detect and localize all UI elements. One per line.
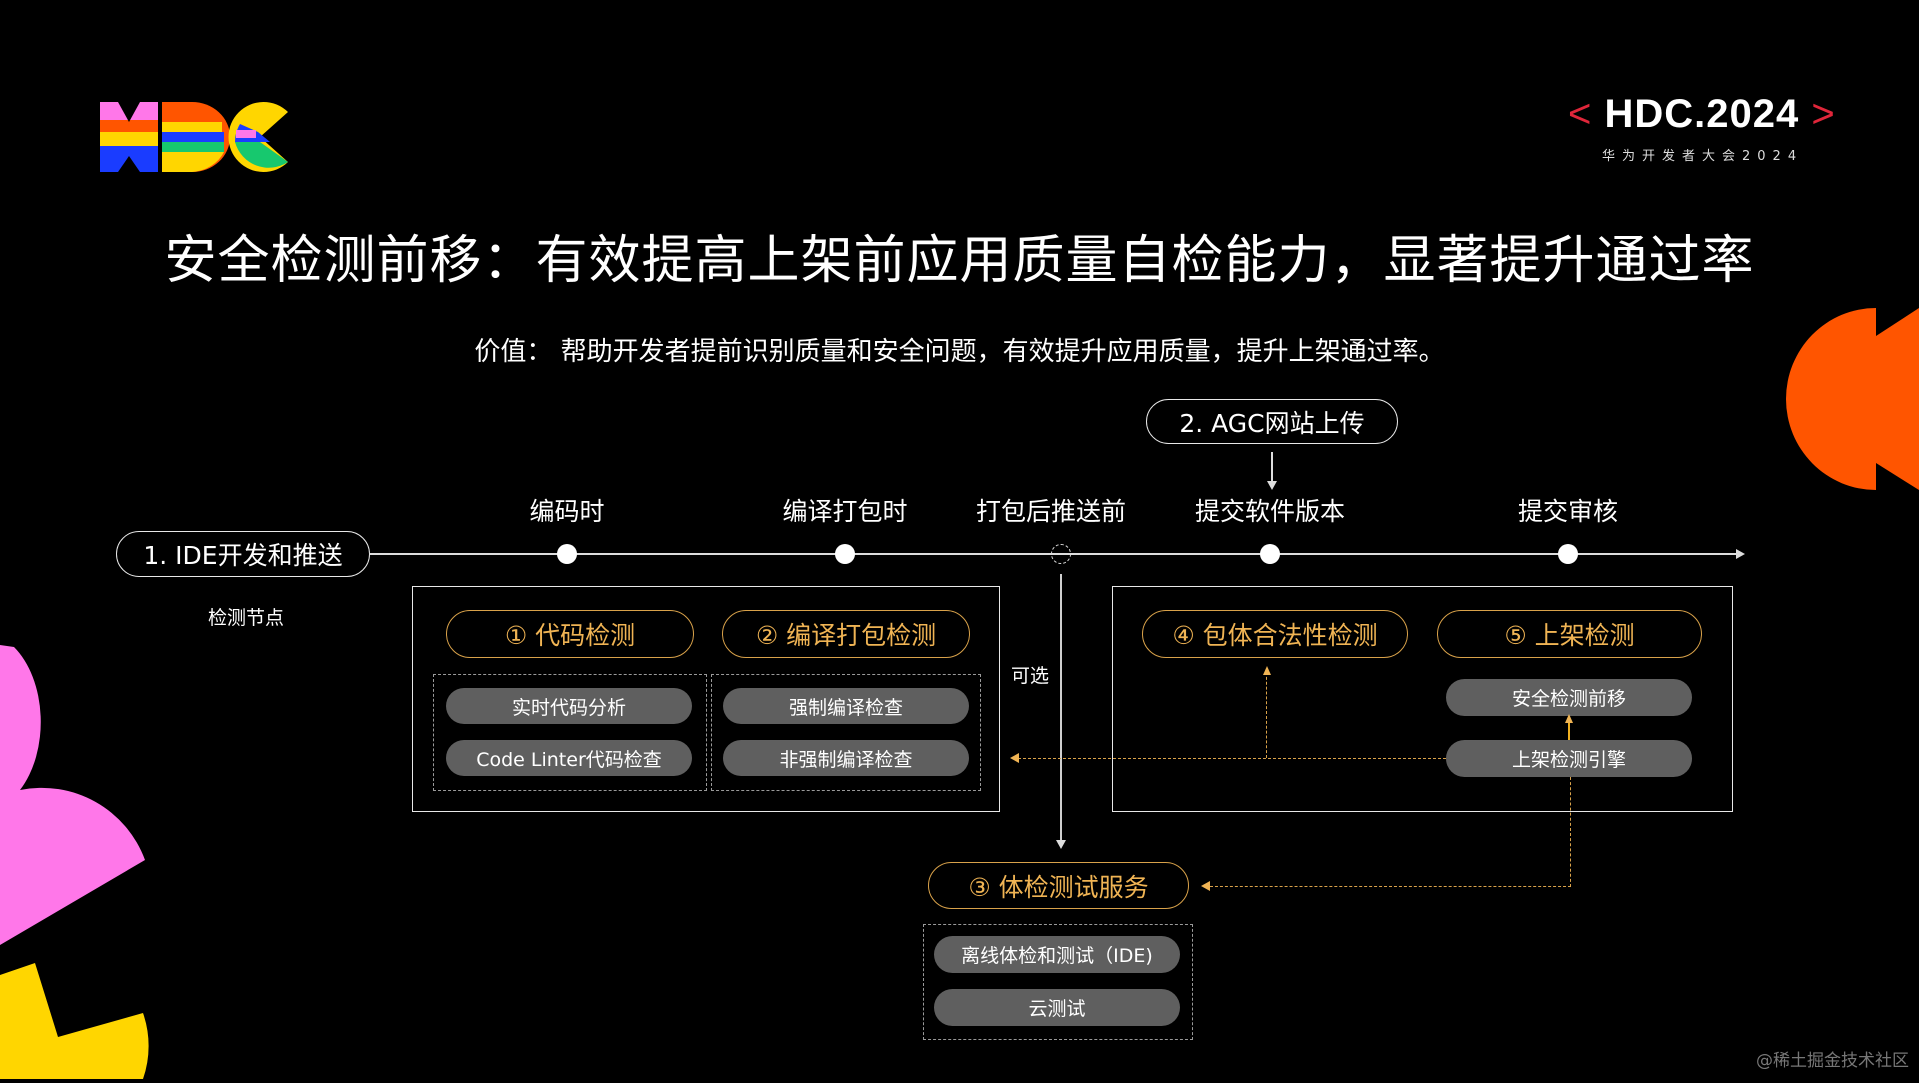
timeline-arrow-icon <box>1736 549 1745 559</box>
stage-label-build: 编译打包时 <box>782 497 908 526</box>
engine-to-dev-dashed-line <box>1018 758 1446 759</box>
engine-to-package-dashed-line <box>1266 672 1267 758</box>
item-cloud-test: 云测试 <box>934 989 1180 1026</box>
event-badge-name: < HDC.2024 > <box>1568 92 1835 137</box>
item-optional-build: 非强制编译检查 <box>723 740 969 776</box>
timeline-node-build <box>835 544 855 564</box>
entry-ide-push: 1. IDE开发和推送 <box>116 531 370 577</box>
stage-label-submit-review: 提交审核 <box>1517 497 1618 526</box>
page-title: 安全检测前移：有效提高上架前应用质量自检能力，显著提升通过率 <box>164 231 1755 291</box>
check-build-title: ② 编译打包检测 <box>722 610 970 658</box>
timeline-node-prepush-optional <box>1051 544 1071 564</box>
value-statement: 价值： 帮助开发者提前识别质量和安全问题，有效提升应用质量，提升上架通过率。 <box>474 337 1445 367</box>
decor-pink-shape <box>0 645 150 959</box>
timeline-node-coding <box>557 544 577 564</box>
watermark: @稀土掘金技术社区 <box>1756 1051 1909 1071</box>
item-offline-test: 离线体检和测试（IDE) <box>934 936 1180 973</box>
timeline-caption: 检测节点 <box>208 607 285 629</box>
item-realtime-analysis: 实时代码分析 <box>446 688 692 724</box>
bracket-right: > <box>1811 92 1836 136</box>
engine-to-dev-arrow-icon <box>1010 753 1019 763</box>
code-check-items <box>433 674 707 791</box>
build-check-items <box>711 674 981 791</box>
item-code-linter: Code Linter代码检查 <box>446 740 692 776</box>
engine-to-service-dashed-line <box>1570 777 1571 887</box>
check-test-service-title: ③ 体检测试服务 <box>928 862 1189 909</box>
engine-to-service-arrow-icon <box>1201 881 1210 891</box>
item-mandatory-build: 强制编译检查 <box>723 688 969 724</box>
bracket-left: < <box>1568 92 1593 136</box>
stage-label-prepush: 打包后推送前 <box>975 497 1126 526</box>
agc-connector-line <box>1271 452 1273 482</box>
engine-to-package-arrow-icon <box>1263 666 1271 675</box>
event-subtitle: 华为开发者大会2024 <box>1602 149 1804 164</box>
engine-to-shift-left-line <box>1568 720 1570 740</box>
optional-connector-line <box>1060 574 1062 842</box>
store-checks-group <box>1112 586 1733 812</box>
decor-orange-shape <box>1786 308 1919 494</box>
check-listing-title: ⑤ 上架检测 <box>1437 610 1702 658</box>
dev-checks-group <box>412 586 1000 812</box>
optional-label: 可选 <box>1011 665 1050 687</box>
check-package-title: ④ 包体合法性检测 <box>1142 610 1408 658</box>
item-security-shift-left: 安全检测前移 <box>1446 679 1692 716</box>
check-code-title: ① 代码检测 <box>446 610 694 658</box>
timeline-node-submit-review <box>1558 544 1578 564</box>
item-listing-engine: 上架检测引擎 <box>1446 740 1692 777</box>
timeline-node-submit-version <box>1260 544 1280 564</box>
agc-arrow-icon <box>1267 481 1277 490</box>
optional-arrow-icon <box>1056 840 1066 849</box>
event-badge: < HDC.2024 > 华为开发者大会2024 <box>1568 92 1835 164</box>
hdc-logo <box>100 102 288 172</box>
stage-label-submit-version: 提交软件版本 <box>1194 497 1345 526</box>
engine-to-service-dashed-h <box>1210 886 1571 887</box>
test-service-items <box>923 924 1193 1040</box>
event-name: HDC.2024 <box>1604 92 1800 136</box>
entry-agc-upload: 2. AGC网站上传 <box>1146 399 1398 444</box>
hdc-logo-icon <box>100 102 288 172</box>
engine-to-shift-left-arrow-icon <box>1565 714 1573 723</box>
stage-label-coding: 编码时 <box>529 497 605 526</box>
decor-yellow-shape <box>0 955 150 1083</box>
